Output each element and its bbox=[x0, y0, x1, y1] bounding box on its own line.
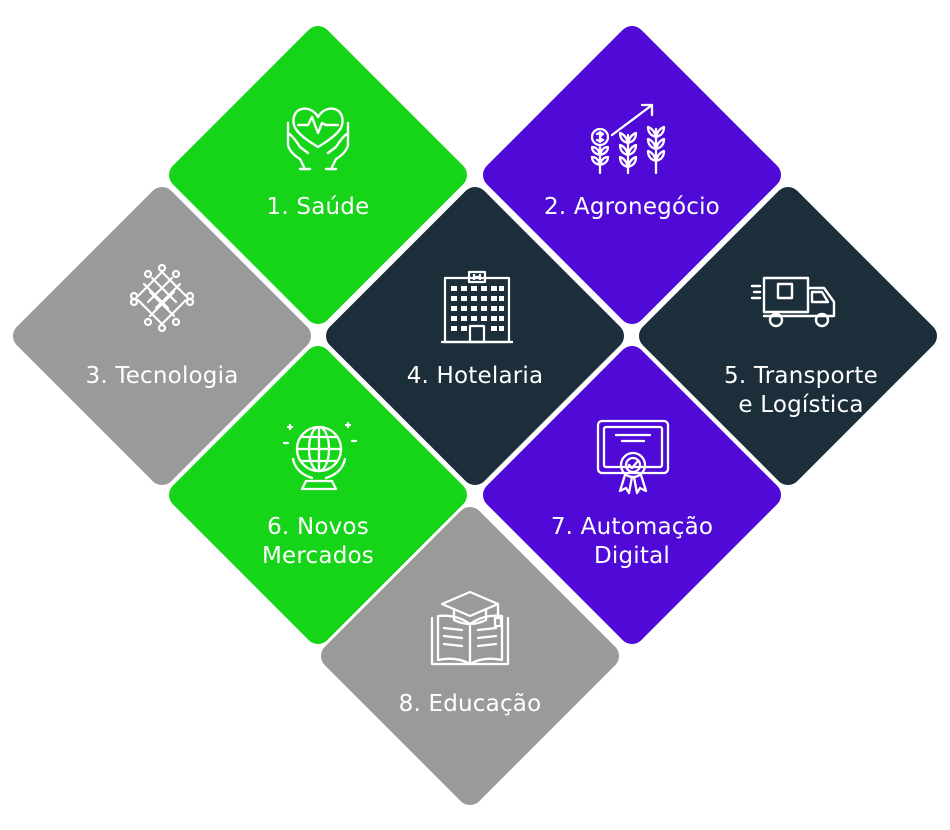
hotel-building-icon bbox=[439, 270, 515, 346]
graduation-book-icon bbox=[426, 588, 514, 670]
growth-plants-icon bbox=[586, 97, 672, 177]
tile-label: 7. Automação Digital bbox=[550, 514, 714, 569]
heart-hands-icon bbox=[278, 95, 358, 175]
tile-label: 1. Saúde bbox=[266, 194, 370, 220]
delivery-truck-icon bbox=[750, 268, 842, 332]
circuit-icon bbox=[122, 258, 202, 338]
tile-label: 8. Educação bbox=[398, 691, 542, 717]
tile-label: 6. Novos Mercados bbox=[262, 514, 374, 569]
tile-label: 4. Hotelaria bbox=[406, 363, 544, 389]
globe-icon bbox=[276, 415, 362, 495]
tile-label: 5. Transporte e Logística bbox=[724, 363, 878, 418]
tile-label: 2. Agronegócio bbox=[544, 194, 720, 220]
certificate-icon bbox=[592, 415, 674, 497]
tile-label: 3. Tecnologia bbox=[85, 363, 239, 389]
